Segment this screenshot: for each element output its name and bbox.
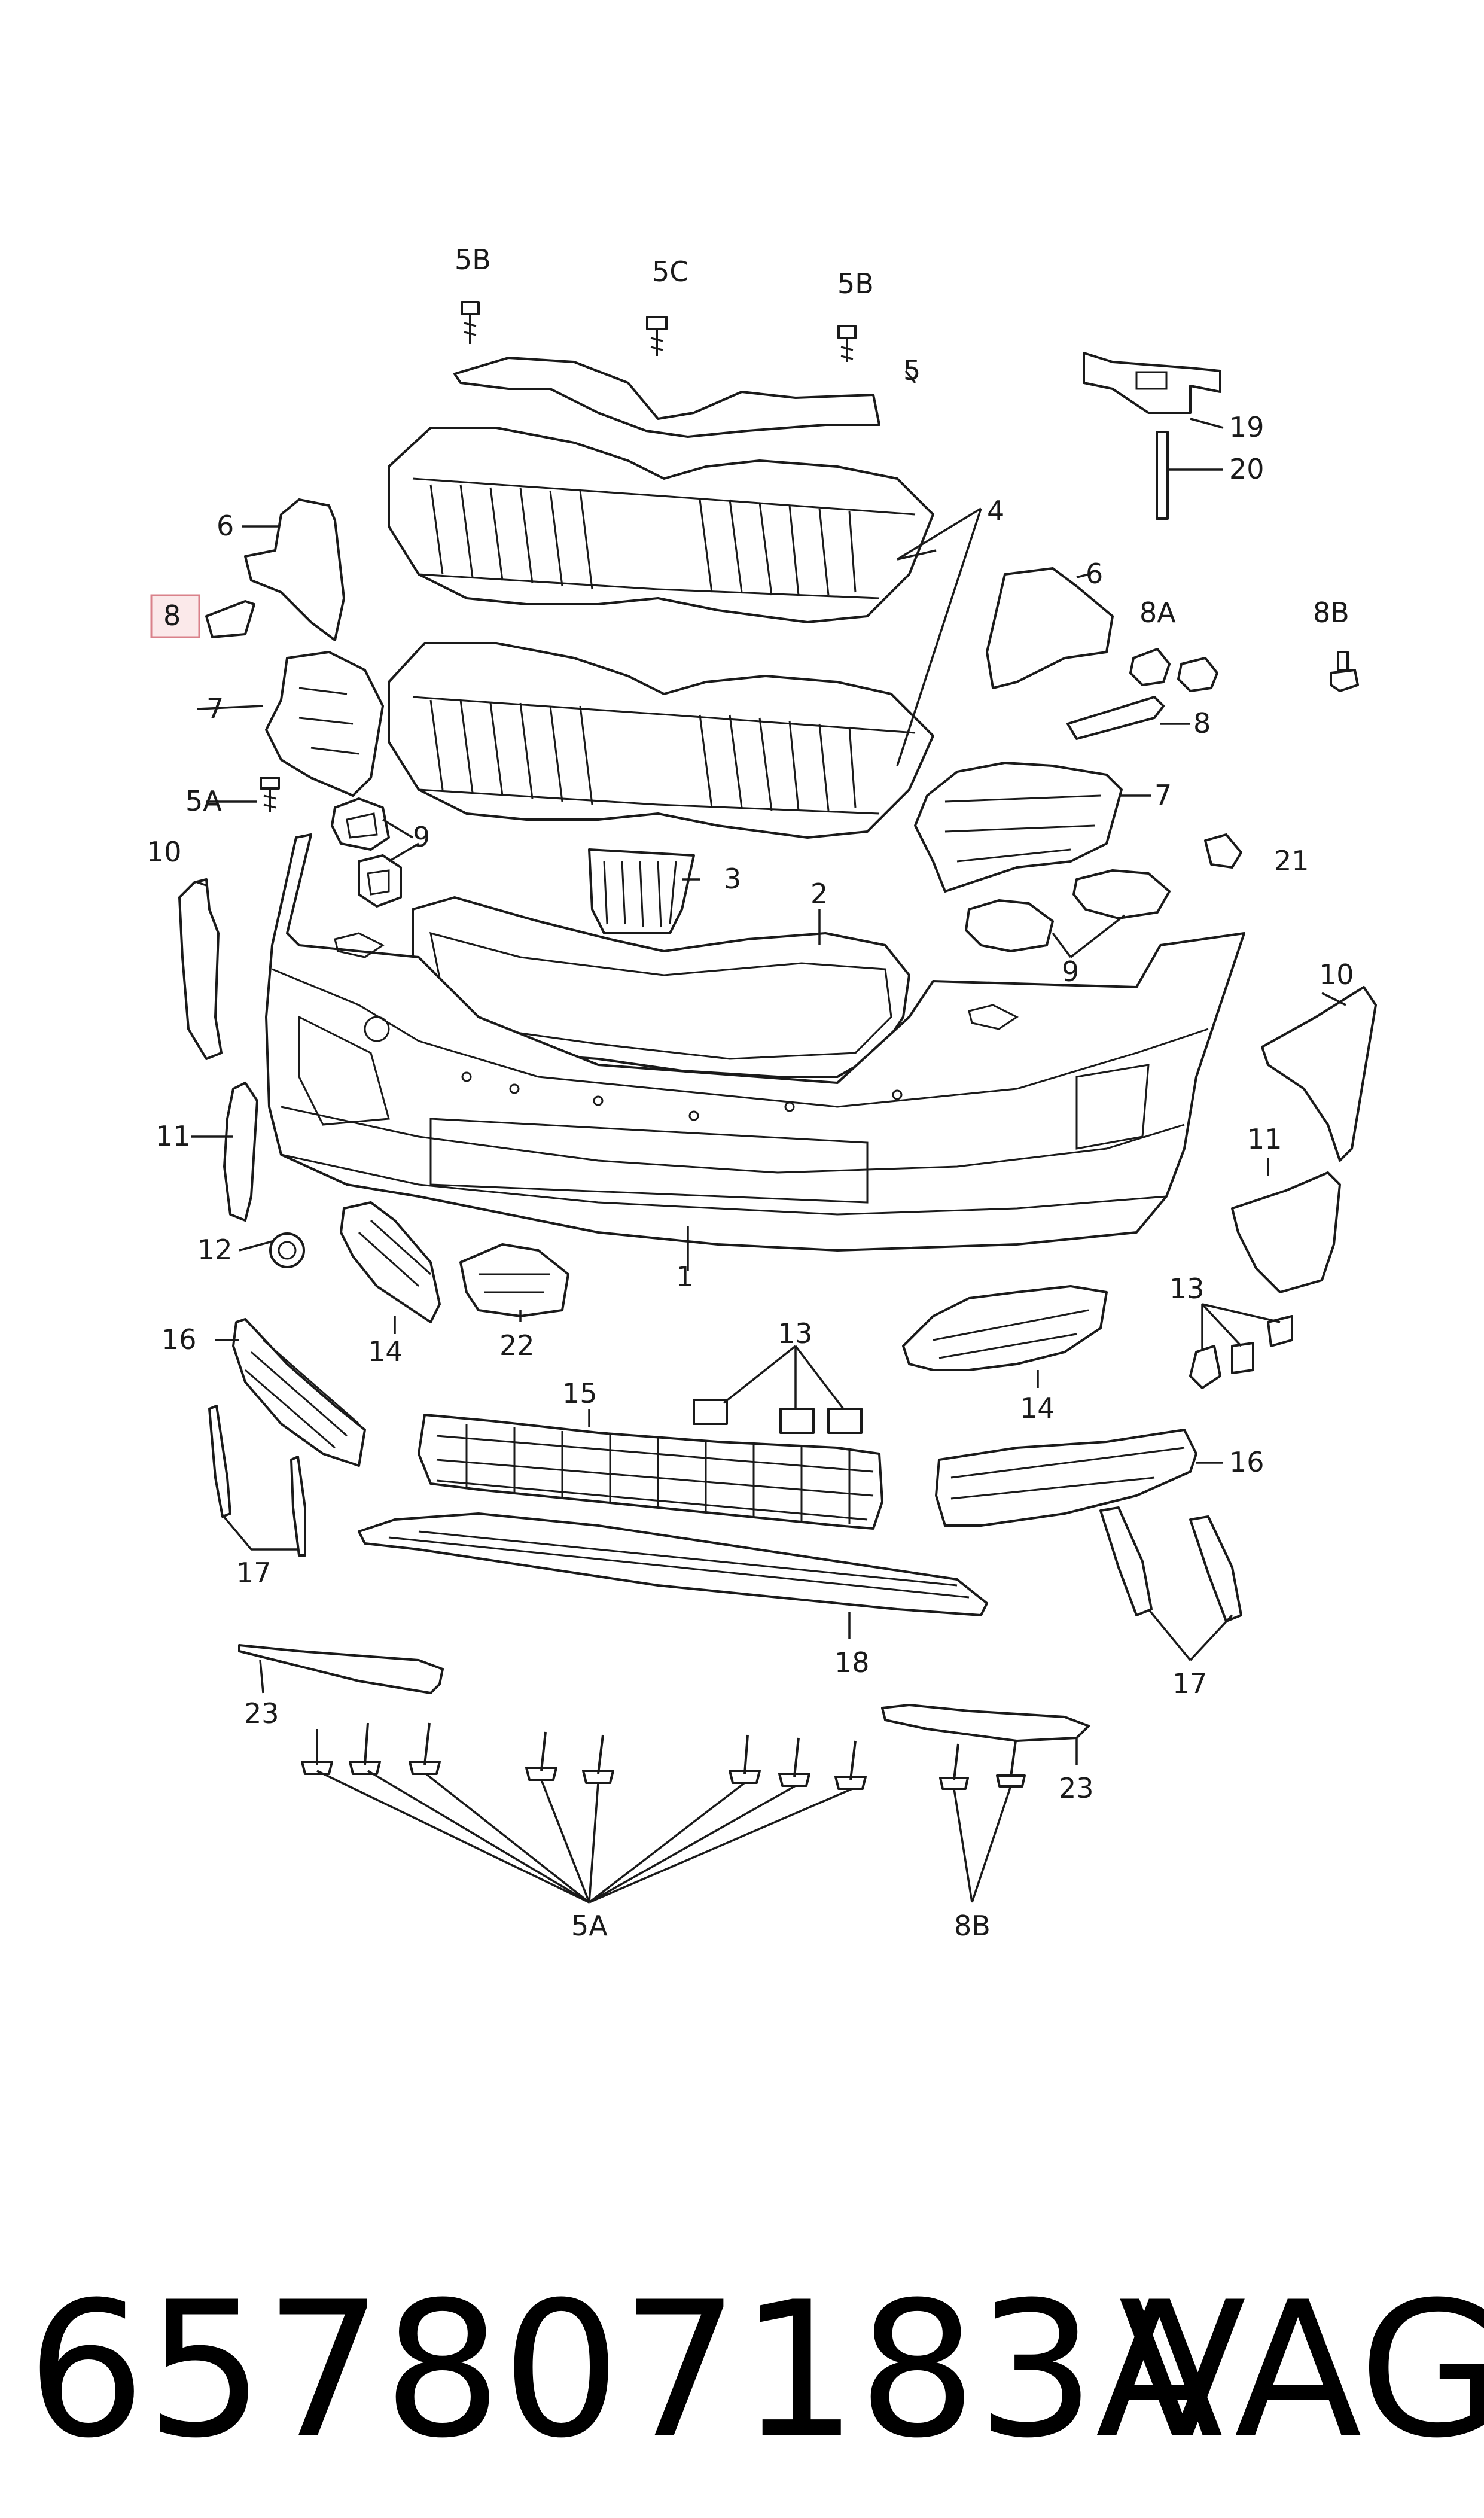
callout-16-right: 16	[1229, 1446, 1264, 1478]
callout-13-center: 13	[778, 1317, 813, 1350]
callout-17-right: 17	[1172, 1667, 1208, 1700]
callout-15: 15	[562, 1377, 598, 1409]
clip-8-left	[205, 600, 255, 638]
callout-5: 5	[903, 354, 921, 386]
grille-4-upper	[388, 427, 934, 623]
highlight-box	[150, 594, 200, 638]
guide-11-left	[223, 1082, 258, 1222]
callout-6-right: 6	[1086, 558, 1103, 590]
bracket-6-right	[986, 567, 1114, 689]
callout-8-right: 8	[1193, 707, 1211, 739]
screws-5a-bottom	[301, 1722, 867, 1790]
upper-carrier-5	[453, 357, 880, 438]
cap-12	[269, 1232, 305, 1268]
leader-lines	[191, 370, 1346, 1904]
lower-spoiler-18	[358, 1512, 988, 1616]
callout-19: 19	[1229, 411, 1264, 443]
callout-17-left: 17	[236, 1557, 272, 1589]
honeycomb-16-right	[935, 1429, 1197, 1527]
callout-1: 1	[676, 1260, 693, 1293]
covers-9-left	[331, 797, 402, 908]
screw-5b-right	[837, 325, 857, 362]
screws-8b-bottom	[939, 1740, 1026, 1790]
callout-5c: 5C	[652, 255, 688, 288]
callout-7-left: 7	[206, 692, 224, 724]
callout-9-left: 9	[413, 821, 430, 853]
callout-5a-left: 5A	[185, 785, 222, 817]
strip-17-left-b	[290, 1456, 306, 1557]
bracket-7-left	[265, 651, 384, 797]
callout-5b-left: 5B	[455, 243, 491, 276]
callout-16-left: 16	[161, 1323, 197, 1356]
guide-10-left	[178, 878, 223, 1060]
trim-23-left	[238, 1644, 444, 1694]
grille-4-lower	[388, 642, 934, 839]
bracket-7-right	[914, 762, 1123, 893]
callout-11-right: 11	[1247, 1123, 1282, 1155]
clips-13-center	[693, 1399, 863, 1434]
callout-8b-top: 8B	[1313, 596, 1349, 629]
callout-14-left: 14	[368, 1335, 403, 1368]
callout-9-right: 9	[1062, 955, 1079, 988]
callout-8-highlight: 8	[163, 599, 181, 632]
guide-11-right	[1231, 1171, 1341, 1293]
callout-3: 3	[724, 863, 741, 895]
callout-14-right: 14	[1020, 1392, 1055, 1424]
bracket-19	[1083, 352, 1221, 414]
callout-7-right: 7	[1154, 779, 1172, 811]
strip-17-right-b	[1189, 1515, 1242, 1622]
callout-12: 12	[197, 1234, 233, 1266]
callout-11-left: 11	[156, 1120, 191, 1152]
callout-5a-bottom: 5A	[571, 1910, 608, 1942]
callout-8a: 8A	[1139, 596, 1176, 629]
trim-8-right	[1066, 696, 1165, 740]
callout-10-right: 10	[1319, 958, 1354, 991]
covers-9-right	[965, 869, 1171, 952]
insert-3	[588, 848, 695, 934]
pin-20	[1156, 431, 1169, 520]
honeycomb-16-left	[232, 1318, 366, 1467]
callout-20: 20	[1229, 453, 1264, 485]
bracket-6-left	[244, 498, 345, 641]
cap-21	[1204, 833, 1242, 869]
callout-21: 21	[1274, 845, 1309, 877]
screw-5c	[646, 316, 668, 356]
clips-8a	[1129, 648, 1218, 692]
trim-14-right	[902, 1285, 1108, 1371]
strip-17-right-a	[1099, 1506, 1153, 1616]
honeycomb-15	[418, 1414, 883, 1530]
strip-17-left-a	[208, 1405, 231, 1518]
callout-labels: 5B 5C 5B 5 19 20 4 6 8A 8B 8 6 7 8 5A 9 …	[147, 243, 1354, 1942]
housing-22	[459, 1243, 569, 1317]
callout-23-left: 23	[244, 1697, 279, 1730]
screw-5a-left	[260, 777, 280, 812]
callout-23-right: 23	[1059, 1772, 1094, 1804]
callout-10-left: 10	[147, 836, 182, 868]
trim-14-left	[340, 1201, 441, 1323]
part-number: 657807183A	[27, 2261, 1224, 2479]
clips-13-right	[1189, 1315, 1293, 1389]
guide-10-right	[1261, 986, 1377, 1162]
callout-22: 22	[499, 1329, 535, 1362]
callout-2: 2	[810, 878, 828, 910]
screw-8b-top	[1330, 651, 1359, 692]
callout-6-left: 6	[217, 510, 234, 542]
screw-5b-left	[461, 301, 480, 344]
callout-13-right: 13	[1169, 1272, 1205, 1305]
trim-23-right	[881, 1704, 1090, 1742]
callout-5b-right: 5B	[837, 267, 874, 300]
callout-8b-bottom: 8B	[954, 1910, 991, 1942]
bumper-cover-1	[265, 833, 1245, 1252]
brand-name: VAG	[1119, 2261, 1484, 2479]
callout-18: 18	[834, 1646, 870, 1679]
callout-4: 4	[987, 495, 1004, 527]
